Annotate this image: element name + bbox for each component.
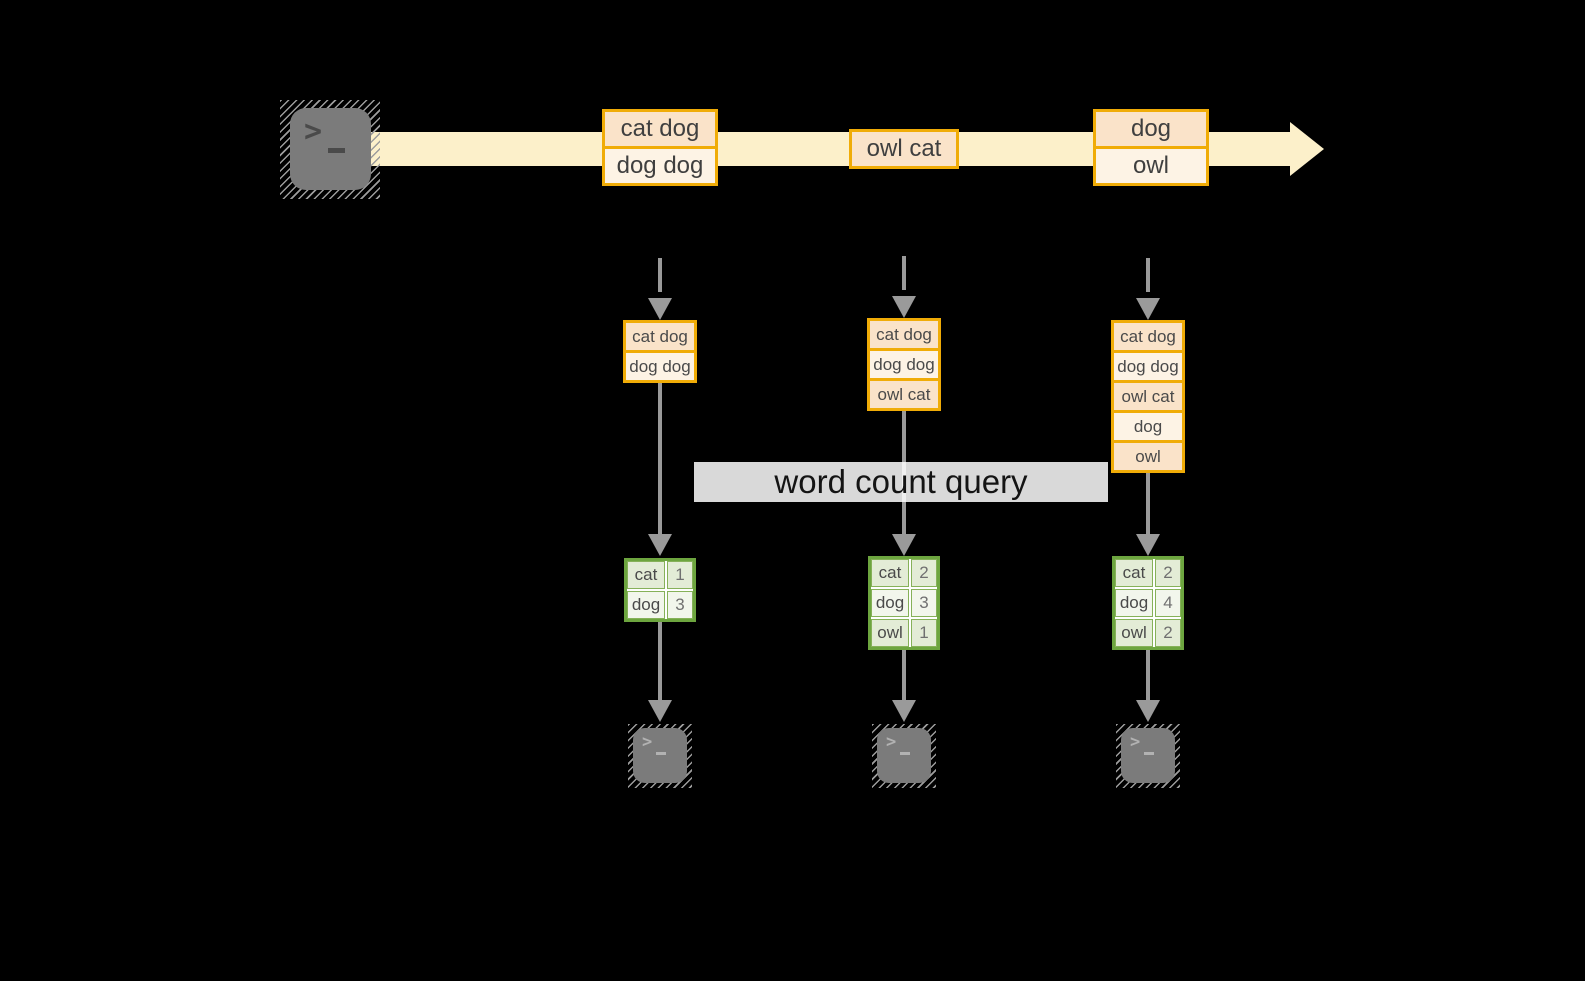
- output-arrow-line: [902, 650, 906, 700]
- stream-event-group-3: dog owl: [1093, 109, 1209, 186]
- query-arrow-head-icon: [1136, 534, 1160, 556]
- stream-event: owl: [1093, 146, 1209, 186]
- table-cell-word: dog: [1115, 589, 1153, 617]
- terminal-icon-body: >: [633, 728, 687, 783]
- table-cell-count: 2: [911, 559, 937, 587]
- terminal-icon: >: [280, 100, 380, 199]
- dashed-arrow-head-icon: [1136, 298, 1160, 320]
- stream-event: dog: [1093, 109, 1209, 149]
- terminal-icon-body: >: [1121, 728, 1175, 783]
- prompt-underscore-icon: [900, 752, 910, 755]
- table-cell-word: owl: [1115, 619, 1153, 647]
- query-arrow-line: [658, 383, 662, 534]
- stream-event: dog dog: [602, 146, 718, 186]
- terminal-icon-body: >: [877, 728, 931, 783]
- table-cell-word: cat: [1115, 559, 1153, 587]
- query-arrow-head-icon: [892, 534, 916, 556]
- terminal-icon: >: [628, 724, 692, 788]
- buffer-row: dog dog: [1111, 350, 1185, 383]
- query-banner: word count query: [694, 462, 1108, 502]
- table-cell-count: 1: [667, 561, 693, 589]
- table-cell-count: 1: [911, 619, 937, 647]
- stream-event-group-1: cat dog dog dog: [602, 109, 718, 186]
- table-cell-word: owl: [871, 619, 909, 647]
- output-arrow-head-icon: [648, 700, 672, 722]
- output-arrow-line: [658, 622, 662, 700]
- prompt-chevron-icon: >: [642, 732, 653, 752]
- stream-event: cat dog: [602, 109, 718, 149]
- query-arrow-line: [1146, 473, 1150, 534]
- stream-band-arrowhead-icon: [1290, 122, 1324, 176]
- buffer-row: cat dog: [623, 320, 697, 353]
- table-cell-word: dog: [627, 591, 665, 619]
- prompt-underscore-icon: [656, 752, 666, 755]
- prompt-underscore-icon: [1144, 752, 1154, 755]
- prompt-chevron-icon: >: [304, 114, 323, 149]
- terminal-icon: >: [1116, 724, 1180, 788]
- dashed-arrow-line: [902, 256, 906, 290]
- buffer-row: cat dog: [867, 318, 941, 351]
- dashed-arrow-head-icon: [648, 298, 672, 320]
- prompt-chevron-icon: >: [1130, 732, 1141, 752]
- event-buffer-3: cat dog dog dog owl cat dog owl: [1111, 320, 1185, 473]
- terminal-icon-body: >: [290, 108, 371, 190]
- event-buffer-1: cat dog dog dog: [623, 320, 697, 383]
- output-arrow-head-icon: [892, 700, 916, 722]
- output-arrow-line: [1146, 650, 1150, 700]
- table-cell-count: 2: [1155, 559, 1181, 587]
- stream-event-group-2: owl cat: [849, 129, 959, 169]
- wordcount-table-1: cat 1 dog 3: [624, 558, 696, 622]
- table-cell-word: dog: [871, 589, 909, 617]
- table-cell-word: cat: [871, 559, 909, 587]
- buffer-row: dog dog: [623, 350, 697, 383]
- buffer-row: owl cat: [867, 378, 941, 411]
- table-cell-count: 4: [1155, 589, 1181, 617]
- event-buffer-2: cat dog dog dog owl cat: [867, 318, 941, 411]
- terminal-icon: >: [872, 724, 936, 788]
- buffer-row: owl: [1111, 440, 1185, 473]
- output-arrow-head-icon: [1136, 700, 1160, 722]
- table-cell-count: 3: [667, 591, 693, 619]
- table-cell-word: cat: [627, 561, 665, 589]
- buffer-row: owl cat: [1111, 380, 1185, 413]
- prompt-chevron-icon: >: [886, 732, 897, 752]
- buffer-row: cat dog: [1111, 320, 1185, 353]
- buffer-row: dog dog: [867, 348, 941, 381]
- stream-event: owl cat: [849, 129, 959, 169]
- dashed-arrow-line: [658, 258, 662, 292]
- prompt-underscore-icon: [328, 148, 345, 153]
- dashed-arrow-line: [1146, 258, 1150, 292]
- table-cell-count: 3: [911, 589, 937, 617]
- wordcount-table-2: cat 2 dog 3 owl 1: [868, 556, 940, 650]
- buffer-row: dog: [1111, 410, 1185, 443]
- dashed-arrow-head-icon: [892, 296, 916, 318]
- table-cell-count: 2: [1155, 619, 1181, 647]
- wordcount-table-3: cat 2 dog 4 owl 2: [1112, 556, 1184, 650]
- query-arrow-head-icon: [648, 534, 672, 556]
